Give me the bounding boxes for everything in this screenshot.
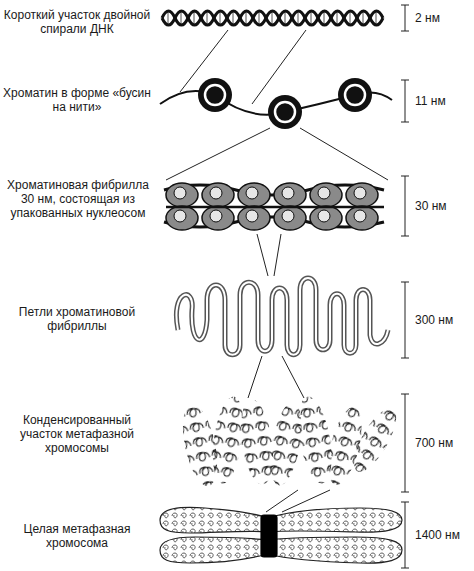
chromatin-fibre-30nm — [164, 183, 384, 230]
dimension-label: 1400 нм — [415, 528, 471, 542]
dimension-label: 2 нм — [415, 11, 471, 25]
dimension-brackets — [401, 5, 409, 568]
dna-helix — [162, 10, 383, 26]
nucleosome-beads — [160, 78, 392, 129]
structure-label: Конденсированный участок метафазной хром… — [2, 413, 152, 455]
structure-label: Хроматиновая фибрилла 30 нм, состоящая и… — [2, 178, 154, 220]
structure-label: Хроматин в форме «бусин на нити» — [2, 86, 152, 114]
dimension-label: 300 нм — [415, 313, 471, 327]
condensed-chromosome-section — [177, 394, 405, 489]
dimension-label: 700 нм — [415, 436, 471, 450]
zoom-lines — [166, 30, 388, 512]
structure-label: Короткий участок двойной спирали ДНК — [2, 8, 152, 36]
metaphase-chromosome — [160, 507, 402, 563]
dimension-label: 30 нм — [415, 199, 471, 213]
fibre-loops — [176, 278, 388, 355]
structure-label: Петли хроматиновой фибриллы — [2, 305, 152, 333]
structure-label: Целая метафазная хромосома — [2, 522, 152, 550]
dimension-label: 11 нм — [415, 94, 471, 108]
